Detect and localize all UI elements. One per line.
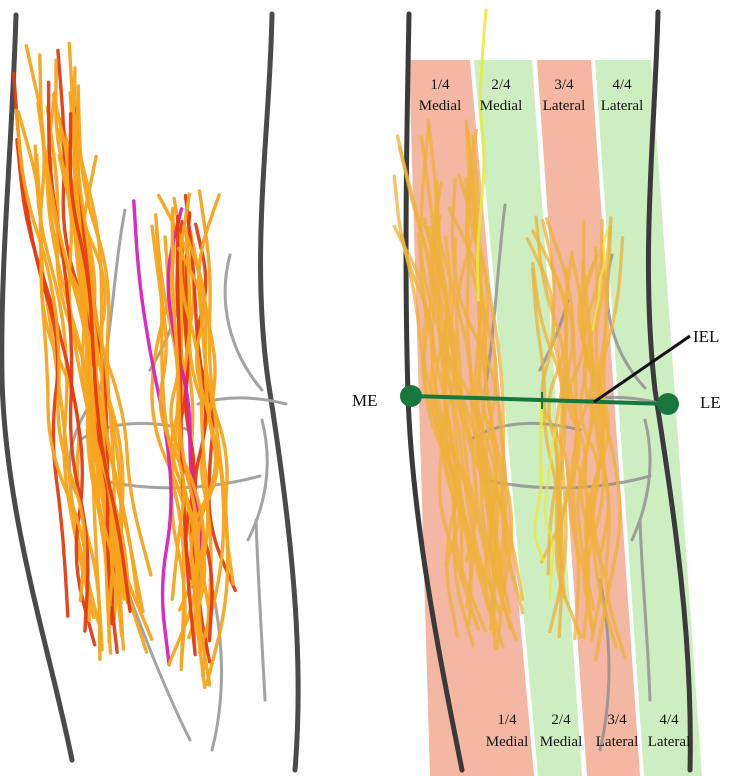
zone-top-3-number: 3/4	[554, 77, 574, 93]
zone-top-1-number: 1/4	[430, 77, 450, 93]
zone-bottom-3-number: 3/4	[607, 712, 627, 728]
zone-bottom-3-side: Lateral	[596, 734, 638, 750]
zone-top-3-side: Lateral	[543, 98, 585, 114]
label-iel: IEL	[693, 327, 719, 346]
zone-bottom-1-side: Medial	[486, 734, 529, 750]
zone-top-4-number: 4/4	[612, 77, 632, 93]
zone-bottom-2-side: Medial	[540, 734, 583, 750]
left-nerve-tracings	[14, 44, 236, 688]
label-le: LE	[700, 393, 721, 412]
medial-epicondyle-marker	[400, 385, 422, 407]
right-panel: 1/4 Medial 2/4 Medial 3/4 Lateral 4/4 La…	[352, 10, 721, 776]
zone-bottom-4-number: 4/4	[659, 712, 679, 728]
zone-top-2-side: Medial	[480, 98, 523, 114]
lateral-epicondyle-marker	[657, 393, 679, 415]
zone-top-1-side: Medial	[419, 98, 462, 114]
left-panel	[2, 14, 298, 770]
zone-top-2-number: 2/4	[491, 77, 511, 93]
label-me: ME	[352, 391, 378, 410]
zone-bottom-1-number: 1/4	[497, 712, 517, 728]
zone-bottom-2-number: 2/4	[551, 712, 571, 728]
zone-bottom-4-side: Lateral	[648, 734, 690, 750]
zone-top-4-side: Lateral	[601, 98, 643, 114]
